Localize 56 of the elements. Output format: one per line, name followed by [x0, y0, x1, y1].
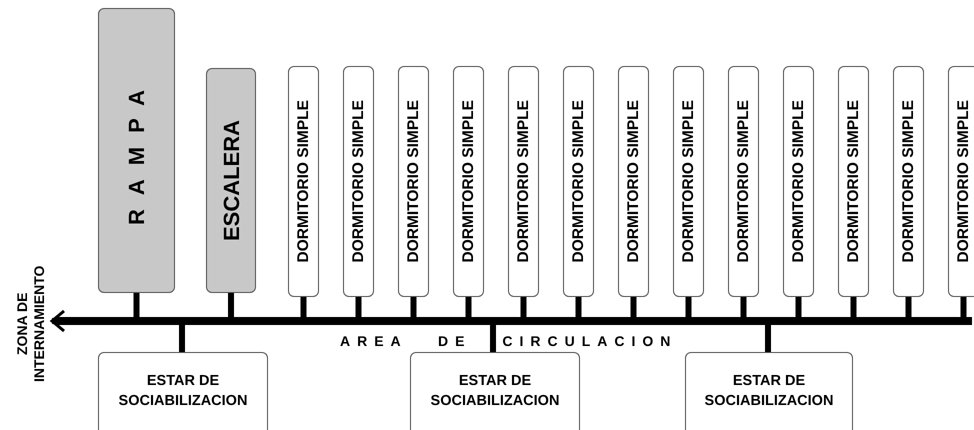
- connector-line: [576, 297, 582, 317]
- room-box: [948, 66, 974, 297]
- connector-line: [356, 297, 362, 317]
- connector-line: [134, 293, 140, 317]
- room-label: DORMITORIO SIMPLE: [788, 100, 808, 263]
- room-label: DORMITORIO SIMPLE: [844, 100, 863, 263]
- connector-line: [796, 297, 802, 317]
- room-box: [783, 66, 814, 297]
- connector-line: [850, 297, 856, 317]
- connector-line: [179, 325, 185, 352]
- room-box: [893, 66, 924, 297]
- room-label: ESCALERA: [218, 120, 244, 241]
- circulation-bar: [56, 317, 972, 325]
- room-box: [398, 66, 429, 297]
- connector-line: [740, 297, 746, 317]
- connector-line: [906, 297, 912, 317]
- room-box: [563, 66, 594, 297]
- room-label: ESTAR DE SOCIABILIZACION: [430, 372, 560, 411]
- room-box: [98, 352, 268, 430]
- connector-line: [300, 297, 306, 317]
- connector-line: [960, 297, 966, 317]
- room-label: DORMITORIO SIMPLE: [348, 100, 368, 263]
- room-box: [673, 66, 704, 297]
- zone-label: ZONA DE INTERNAMIENTO: [14, 264, 48, 384]
- room-box: [618, 66, 649, 297]
- room-box: [685, 352, 853, 430]
- room-box: [838, 66, 869, 297]
- room-box: [453, 66, 484, 297]
- room-box: [206, 68, 256, 293]
- room-label: ESTAR DE SOCIABILIZACION: [704, 372, 834, 411]
- room-box: [410, 352, 580, 430]
- room-label: DORMITORIO SIMPLE: [624, 100, 643, 263]
- connector-line: [630, 297, 636, 317]
- room-label: DORMITORIO SIMPLE: [734, 100, 753, 263]
- room-box: [98, 8, 175, 293]
- room-label: DORMITORIO SIMPLE: [678, 100, 698, 263]
- connector-line: [466, 297, 472, 317]
- connector-line: [686, 297, 692, 317]
- room-label: DORMITORIO SIMPLE: [514, 100, 533, 263]
- room-box: [288, 66, 319, 297]
- connector-line: [228, 293, 234, 317]
- area-label: AREA DE CIRCULACION: [340, 333, 678, 349]
- arrow: [50, 310, 66, 332]
- room-label: DORMITORIO SIMPLE: [568, 100, 588, 263]
- room-label: DORMITORIO SIMPLE: [954, 100, 973, 263]
- room-label: DORMITORIO SIMPLE: [898, 100, 918, 263]
- connector-line: [520, 297, 526, 317]
- room-box: [343, 66, 374, 297]
- room-box: [728, 66, 759, 297]
- room-box: [508, 66, 539, 297]
- room-label: ESTAR DE SOCIABILIZACION: [118, 372, 248, 411]
- room-label: DORMITORIO SIMPLE: [404, 100, 423, 263]
- connector-line: [410, 297, 416, 317]
- room-label: DORMITORIO SIMPLE: [458, 100, 478, 263]
- room-label: RAMPA: [123, 76, 150, 226]
- room-label: DORMITORIO SIMPLE: [294, 100, 313, 263]
